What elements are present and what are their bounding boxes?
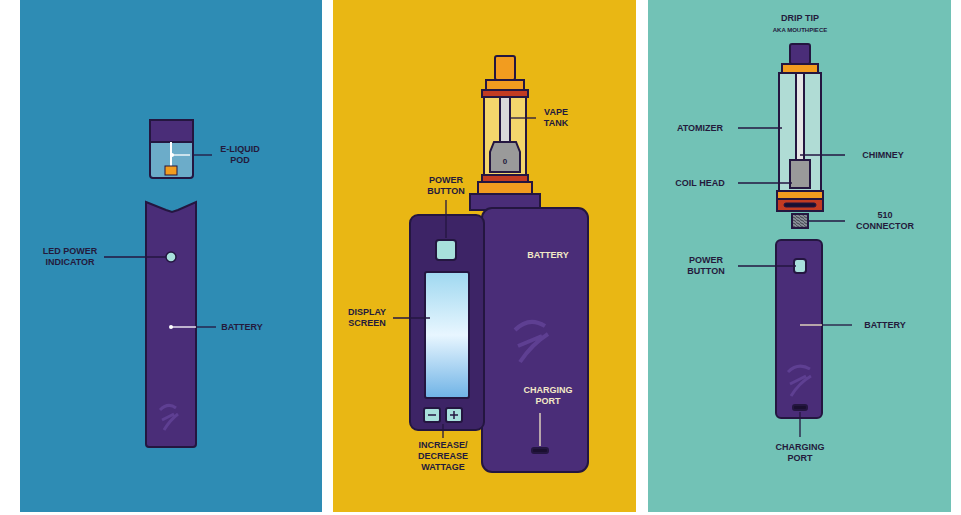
- vape-pen: [776, 44, 823, 418]
- tank-mark: 0: [499, 157, 511, 167]
- leader-lines-1: [104, 153, 216, 329]
- part-label: DRIP TIP: [765, 13, 835, 24]
- panel-yellow: [333, 0, 636, 512]
- leader-lines-2: [393, 118, 540, 446]
- part-label: E-LIQUID POD: [210, 144, 270, 166]
- part-label: BATTERY: [855, 320, 915, 331]
- part-label: CHARGING PORT: [770, 442, 830, 464]
- panel-blue: [20, 0, 322, 512]
- part-label: LED POWER INDICATOR: [39, 246, 101, 268]
- part-label: VAPE TANK: [538, 107, 574, 129]
- pod-device: [146, 120, 196, 447]
- part-label: 510 CONNECTOR: [850, 210, 920, 232]
- panel-teal: [648, 0, 951, 512]
- part-label: POWER BUTTON: [678, 255, 734, 277]
- part-note: AKA MOUTHPIECE: [755, 27, 845, 34]
- part-label: ATOMIZER: [665, 123, 735, 134]
- part-label: DISPLAY SCREEN: [343, 307, 391, 329]
- part-label: POWER BUTTON: [421, 175, 471, 197]
- part-label: INCREASE/ DECREASE WATTAGE: [410, 440, 476, 472]
- part-label: COIL HEAD: [665, 178, 735, 189]
- part-label: BATTERY: [217, 322, 267, 333]
- part-label: CHARGING PORT: [520, 385, 576, 407]
- part-label: CHIMNEY: [848, 150, 918, 161]
- part-label: BATTERY: [520, 250, 576, 261]
- box-mod: [410, 56, 588, 472]
- leader-lines-3: [738, 128, 852, 437]
